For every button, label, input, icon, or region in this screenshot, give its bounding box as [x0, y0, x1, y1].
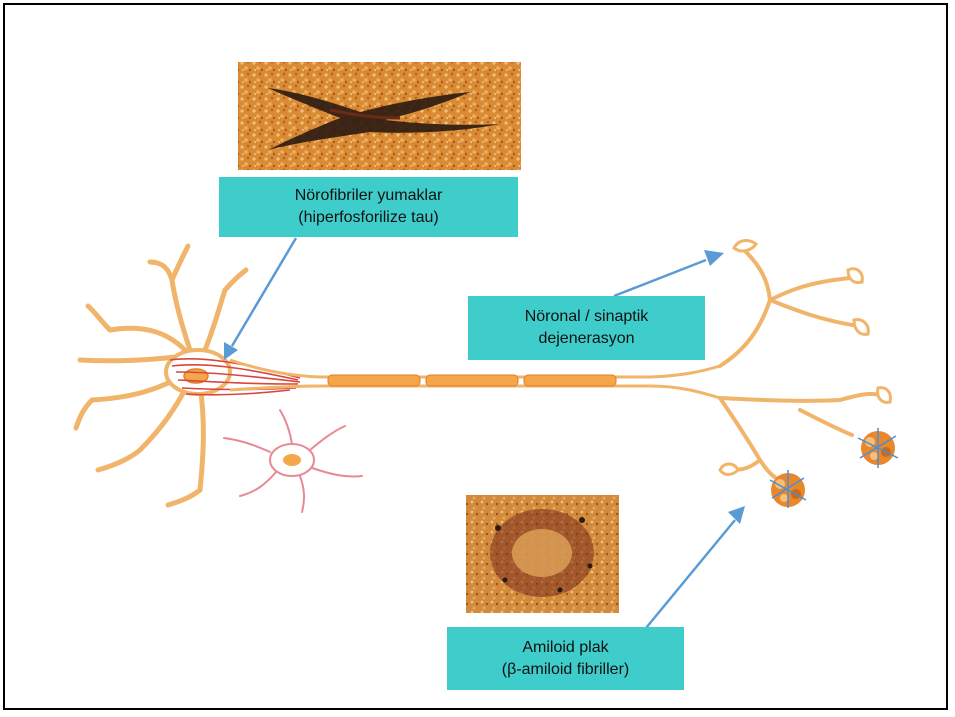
arrow-to-plaque	[646, 506, 745, 628]
glial-nucleus	[283, 454, 301, 466]
tangles-label-line1: Nörofibriler yumaklar	[295, 185, 443, 207]
degeneration-label-line1: Nöronal / sinaptik	[525, 306, 649, 328]
degeneration-label-box: Nöronal / sinaptik dejenerasyon	[468, 296, 705, 360]
plaque-label-line1: Amiloid plak	[522, 637, 608, 659]
amyloid-plaque-2	[858, 428, 898, 468]
axon	[230, 360, 720, 398]
plaque-label-line2: (β-amiloid fibriller)	[502, 659, 629, 681]
tangles-label-box: Nörofibriler yumaklar (hiperfosforilize …	[219, 177, 518, 237]
plaque-micrograph	[466, 495, 619, 613]
plaque-label-box: Amiloid plak (β-amiloid fibriller)	[447, 627, 684, 690]
tangles-label-line2: (hiperfosforilize tau)	[298, 207, 439, 229]
arrow-to-terminals	[614, 250, 724, 296]
arrow-to-tangle	[224, 238, 296, 360]
degeneration-label-line2: dejenerasyon	[538, 328, 634, 350]
tangle-micrograph	[238, 62, 521, 170]
